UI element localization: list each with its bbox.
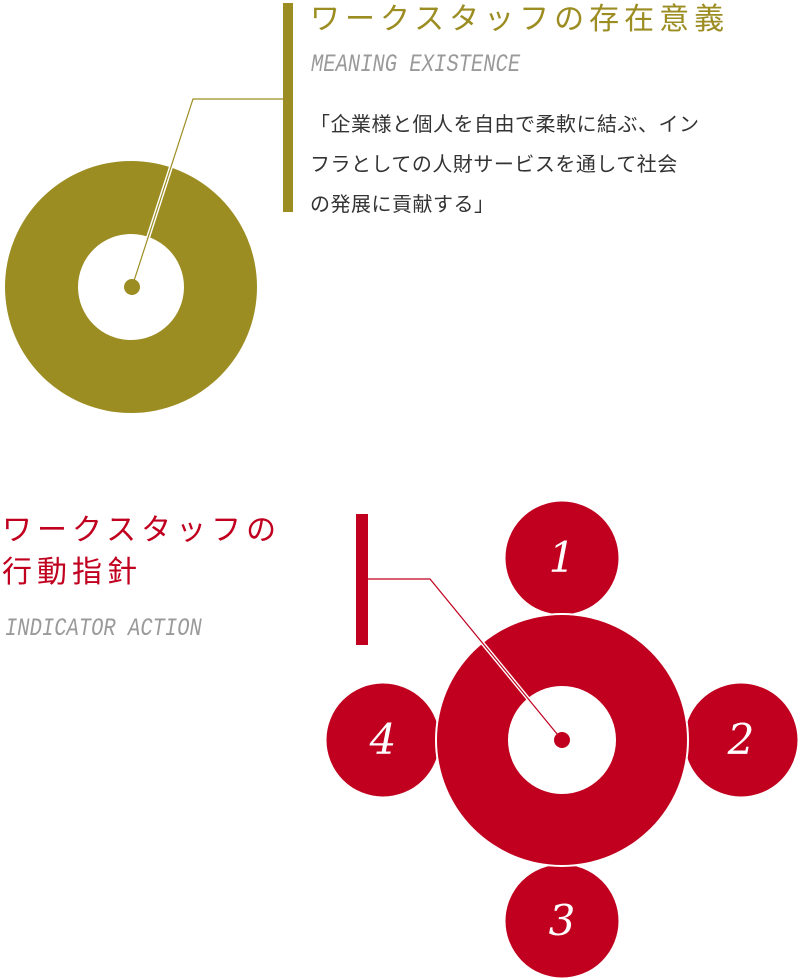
action-item-4: 4 [369,715,397,764]
action-title-line: 行動指針 [2,555,142,590]
gold-center-dot [124,279,140,295]
red-donut-icon [435,613,689,867]
red-leader-line [368,577,564,742]
gold-accent-bar [283,3,293,212]
action-subtitle: INDICATOR ACTION [5,614,202,643]
action-item-2: 2 [727,715,755,764]
action-title-line: ワークスタッフの [2,513,282,548]
gold-leader-line [130,97,283,288]
existence-statement: 「企業様と個人を自由で柔軟に結ぶ、イン フラとしての人財サービスを通して社会 の… [310,104,800,224]
statement-line: 「企業様と個人を自由で柔軟に結ぶ、イン [310,112,700,136]
red-center-dot [554,732,570,748]
statement-line: フラとしての人財サービスを通して社会 [310,152,678,176]
action-item-1: 1 [548,533,576,582]
red-accent-bar [356,514,368,645]
statement-line: の発展に貢献する」 [310,192,495,216]
existence-subtitle: MEANING EXISTENCE [311,50,521,79]
action-item-3: 3 [548,896,576,945]
action-title: ワークスタッフの 行動指針 [2,510,281,594]
red-satellite-circles [323,498,801,978]
existence-title: ワークスタッフの存在意義 [310,2,730,37]
